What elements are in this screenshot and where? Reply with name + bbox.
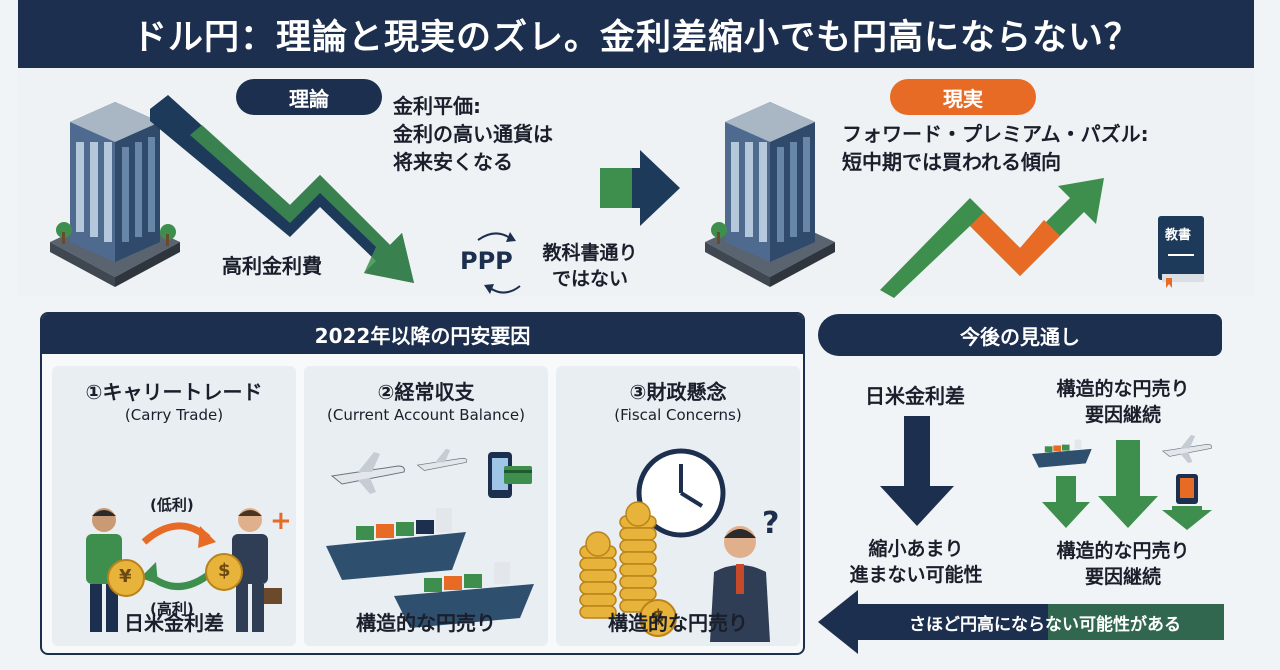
building-icon: [50, 102, 180, 287]
outlook-rate-gap-label: 日米金利差: [865, 384, 965, 408]
page-title: ドル円：理論と現実のズレ。金利差縮小でも円高にならない？: [18, 0, 1254, 68]
dollar-coin-icon: [205, 553, 243, 591]
trend-down-arrow-icon: [150, 95, 414, 283]
left-arrow-banner: [818, 590, 1224, 654]
theory-note: 教科書通り ではない: [542, 242, 638, 290]
factor-title: ①キャリートレード: [85, 380, 263, 404]
down-arrow-icon: [1042, 476, 1090, 528]
airplane-icon: [1161, 434, 1212, 464]
factor-card-carry-trade: ①キャリートレード (Carry Trade) (低利) (高利) ¥: [52, 366, 296, 646]
exchange-arrows-icon: [140, 522, 216, 590]
factor-card-current-account: ②経常収支 (Current Account Balance): [304, 366, 548, 646]
airplane-icon: [330, 452, 405, 494]
theory-label: 理論: [236, 79, 382, 115]
cargo-ship-icon: [1032, 439, 1092, 468]
coin-stack-icon: [579, 501, 657, 619]
reality-label: 現実: [890, 79, 1036, 115]
factor-footer: 構造的な円売り: [608, 611, 748, 635]
down-arrow-icon: [1098, 440, 1158, 528]
book-label: 教書: [1165, 228, 1192, 243]
factors-heading: 2022年以降の円安要因: [42, 314, 803, 354]
dollar-coin-icon: [639, 599, 677, 637]
clock-icon: [636, 448, 726, 538]
cargo-ship-icon: [326, 508, 466, 580]
theory-arrow-caption: 高利金利費: [222, 254, 322, 278]
factor-title: ③財政懸念: [629, 380, 727, 404]
worried-businessman-icon: [710, 526, 770, 642]
high-rate-label: (高利): [150, 600, 194, 618]
theory-heading: 金利平価: 金利の高い通貨は 将来安くなる: [393, 94, 553, 174]
building-icon: [705, 102, 835, 287]
reality-heading: フォワード・プレミアム・パズル: 短中期では買われる傾向: [842, 122, 1149, 174]
trend-up-arrow-icon: [880, 178, 1104, 298]
book-icon: [1158, 216, 1204, 288]
cycle-arrows-icon: [477, 232, 521, 294]
smartphone-down-arrow-icon: [1162, 474, 1212, 530]
right-arrow-icon: [600, 150, 680, 226]
factor-footer: 構造的な円売り: [356, 611, 496, 635]
ppp-label: PPP: [460, 247, 513, 275]
airplane-icon: [416, 448, 468, 471]
yen-symbol: ¥: [119, 566, 132, 587]
dollar-symbol: $: [652, 606, 665, 627]
outlook-heading: 今後の見通し: [818, 314, 1222, 356]
factor-subtitle: (Carry Trade): [124, 406, 224, 424]
yen-coin-icon: [107, 559, 145, 597]
down-arrow-icon: [880, 416, 954, 526]
factor-title: ②経常収支: [377, 380, 475, 404]
yen-weakness-factors-panel: 2022年以降の円安要因 ①キャリートレード (Carry Trade) (低利…: [40, 312, 805, 655]
outlook-rate-gap-result: 縮小あまり 進まない可能性: [849, 538, 983, 586]
outlook-structural-label: 構造的な円売り 要因継続: [1056, 378, 1190, 426]
smartphone-payment-icon: [488, 452, 532, 498]
factor-subtitle: (Fiscal Concerns): [614, 406, 742, 424]
factor-footer: 日米金利差: [124, 611, 224, 635]
outlook-conclusion: さほど円高にならない可能性がある: [909, 614, 1181, 635]
outlook-structural-result: 構造的な円売り 要因継続: [1056, 540, 1190, 588]
low-rate-label: (低利): [150, 496, 194, 514]
question-mark-icon: ?: [762, 506, 780, 541]
factor-card-fiscal-concerns: ③財政懸念 (Fiscal Concerns) $: [556, 366, 800, 646]
dollar-symbol: $: [218, 560, 231, 581]
factor-subtitle: (Current Account Balance): [327, 406, 525, 424]
plus-icon: +: [270, 506, 292, 536]
cargo-ship-icon: [394, 562, 534, 628]
